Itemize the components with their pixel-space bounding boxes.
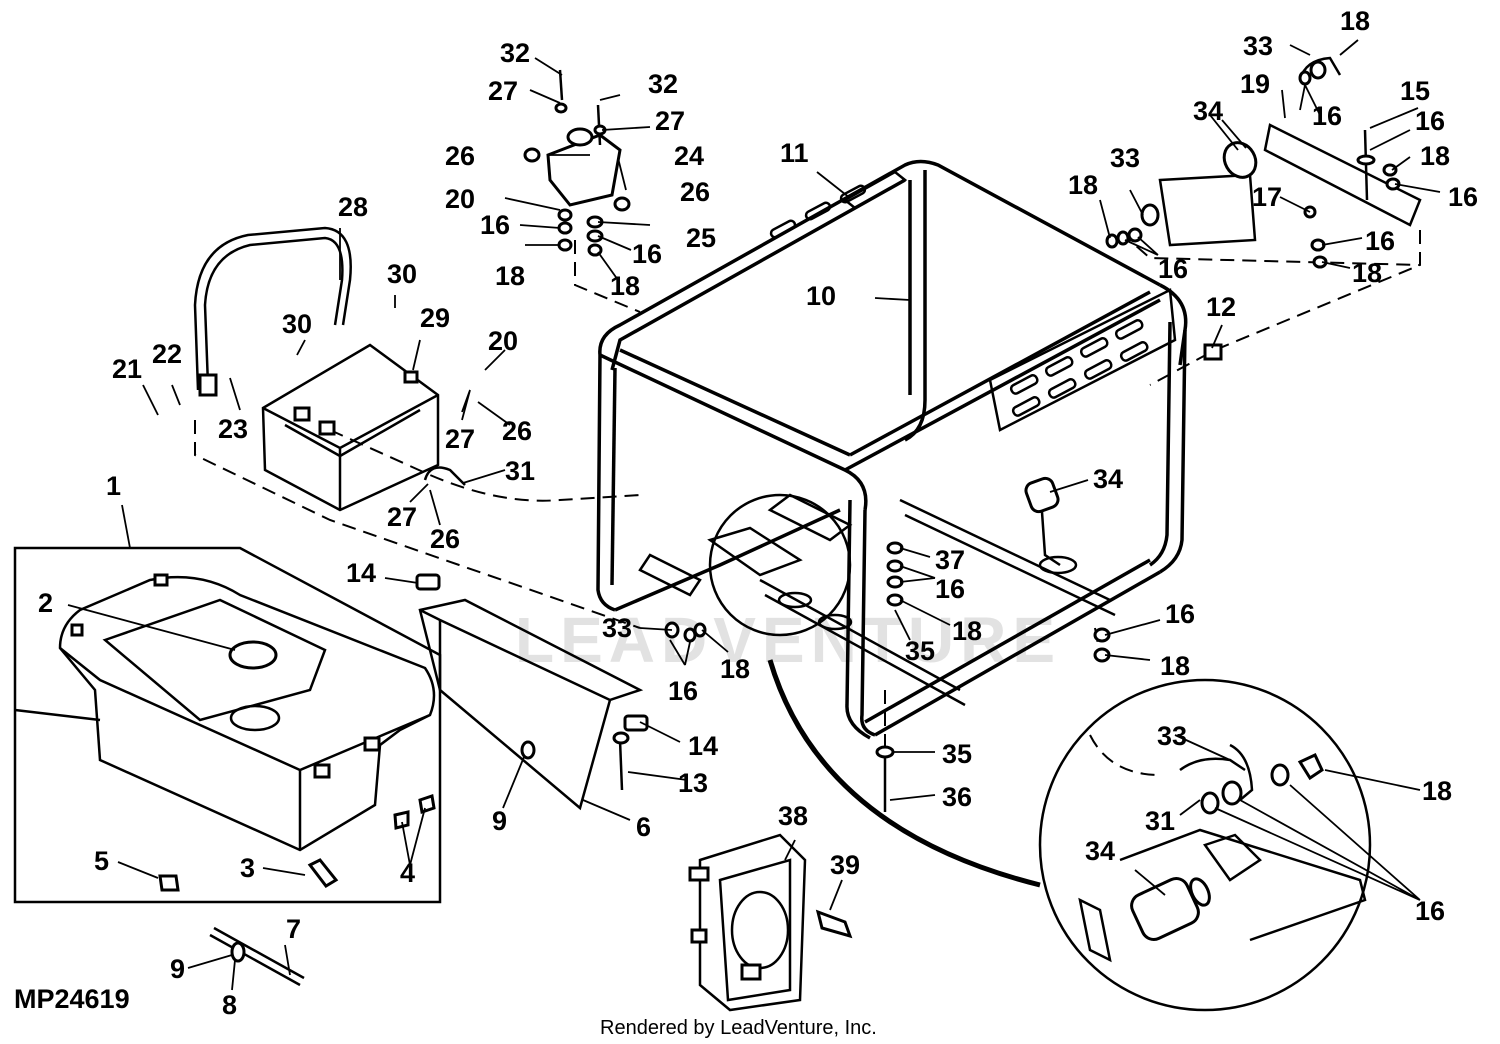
callout-20-b: 20: [488, 326, 518, 356]
fuel-hose: [209, 933, 301, 987]
callout-11: 11: [780, 138, 809, 168]
callout-15: 15: [1400, 76, 1430, 106]
callout-10: 10: [806, 281, 836, 311]
callout-27-d: 27: [387, 502, 417, 532]
callout-34-a: 34: [1193, 96, 1223, 126]
callout-31-b: 31: [1145, 806, 1175, 836]
callout-19: 19: [1240, 69, 1270, 99]
detail-circle-small: [708, 493, 852, 637]
battery: [261, 343, 440, 512]
callout-labels: 1 2 3 4 5 6 7 8 9 9 10 11 12 13 14 14 15…: [38, 6, 1478, 1020]
callout-6: 6: [636, 812, 651, 842]
callout-18-h: 18: [1160, 651, 1190, 681]
solenoid-assembly: [523, 69, 631, 257]
callout-27-b: 27: [655, 106, 685, 136]
callout-1: 1: [106, 471, 121, 501]
callout-18-j: 18: [1422, 776, 1452, 806]
callout-33-b: 33: [1110, 143, 1140, 173]
callout-16-c: 16: [1312, 101, 1342, 131]
callout-2: 2: [38, 588, 53, 618]
callout-29: 29: [420, 303, 450, 333]
callout-16-j: 16: [668, 676, 698, 706]
callout-34-b: 34: [1093, 464, 1123, 494]
fuel-pump: [688, 833, 853, 1012]
callout-7: 7: [286, 914, 301, 944]
callout-26-b: 26: [680, 177, 710, 207]
callout-20-a: 20: [445, 184, 475, 214]
leader-lines: [67, 39, 1441, 991]
generator-frame: [596, 159, 1188, 740]
callout-9-hose: 9: [170, 954, 185, 984]
callout-16-b: 16: [632, 239, 662, 269]
assembly-dashed-lines: [194, 230, 1421, 800]
callout-28: 28: [338, 192, 368, 222]
callout-35-b: 35: [942, 739, 972, 769]
callout-27-a: 27: [488, 76, 518, 106]
callout-18-g: 18: [952, 616, 982, 646]
callout-18-b: 18: [610, 271, 640, 301]
callout-23: 23: [218, 414, 248, 444]
callout-12: 12: [1206, 292, 1236, 322]
callout-18-e: 18: [1068, 170, 1098, 200]
callout-16-i: 16: [1165, 599, 1195, 629]
callout-21: 21: [112, 354, 142, 384]
callout-16-a: 16: [480, 210, 510, 240]
side-panel: [415, 573, 649, 811]
callout-14-top: 14: [346, 558, 376, 588]
callout-17: 17: [1252, 182, 1282, 212]
callout-16-e: 16: [1448, 182, 1478, 212]
callout-26-d: 26: [430, 524, 460, 554]
fuel-cap: [228, 640, 278, 670]
callout-18-f: 18: [1352, 258, 1382, 288]
callout-3: 3: [240, 853, 255, 883]
callout-32-a: 32: [500, 38, 530, 68]
callout-13: 13: [678, 768, 708, 798]
battery-strap: [203, 236, 344, 386]
callout-16-g: 16: [1158, 254, 1188, 284]
callout-26-c: 26: [502, 416, 532, 446]
callout-18-a: 18: [495, 261, 525, 291]
callout-18-d: 18: [1420, 141, 1450, 171]
callout-16-k: 16: [1415, 896, 1445, 926]
callout-27-c: 27: [445, 424, 475, 454]
callout-33-c: 33: [602, 613, 632, 643]
fuel-filter-frame: [1024, 476, 1060, 514]
callout-4: 4: [400, 858, 415, 888]
part-code-label: MP24619: [14, 984, 130, 1014]
callout-33-d: 33: [1157, 721, 1187, 751]
callout-16-d: 16: [1415, 106, 1445, 136]
callout-18-i: 18: [720, 654, 750, 684]
callout-32-b: 32: [648, 69, 678, 99]
callout-34-c: 34: [1085, 836, 1115, 866]
callout-38: 38: [778, 801, 808, 831]
callout-18-c: 18: [1340, 6, 1370, 36]
detail-link-line: [767, 659, 1041, 888]
callout-37: 37: [935, 545, 965, 575]
callout-24: 24: [674, 141, 704, 171]
hose-clamp: [230, 941, 246, 963]
callout-30-a: 30: [387, 259, 417, 289]
callout-39: 39: [830, 850, 860, 880]
callout-22: 22: [152, 339, 182, 369]
callout-16-f: 16: [1365, 226, 1395, 256]
callout-25: 25: [686, 223, 716, 253]
callout-26-a: 26: [445, 141, 475, 171]
callout-5: 5: [94, 846, 109, 876]
callout-16-h: 16: [935, 574, 965, 604]
callout-35-a: 35: [905, 636, 935, 666]
fuel-tank-group: [13, 546, 442, 904]
callout-36: 36: [942, 782, 972, 812]
callout-8: 8: [222, 990, 237, 1020]
callout-14-bottom: 14: [688, 731, 718, 761]
credit-text: Rendered by LeadVenture, Inc.: [600, 1017, 877, 1039]
callout-30-b: 30: [282, 309, 312, 339]
callout-33-a: 33: [1243, 31, 1273, 61]
callout-9-panel: 9: [492, 806, 507, 836]
callout-31-a: 31: [505, 456, 535, 486]
